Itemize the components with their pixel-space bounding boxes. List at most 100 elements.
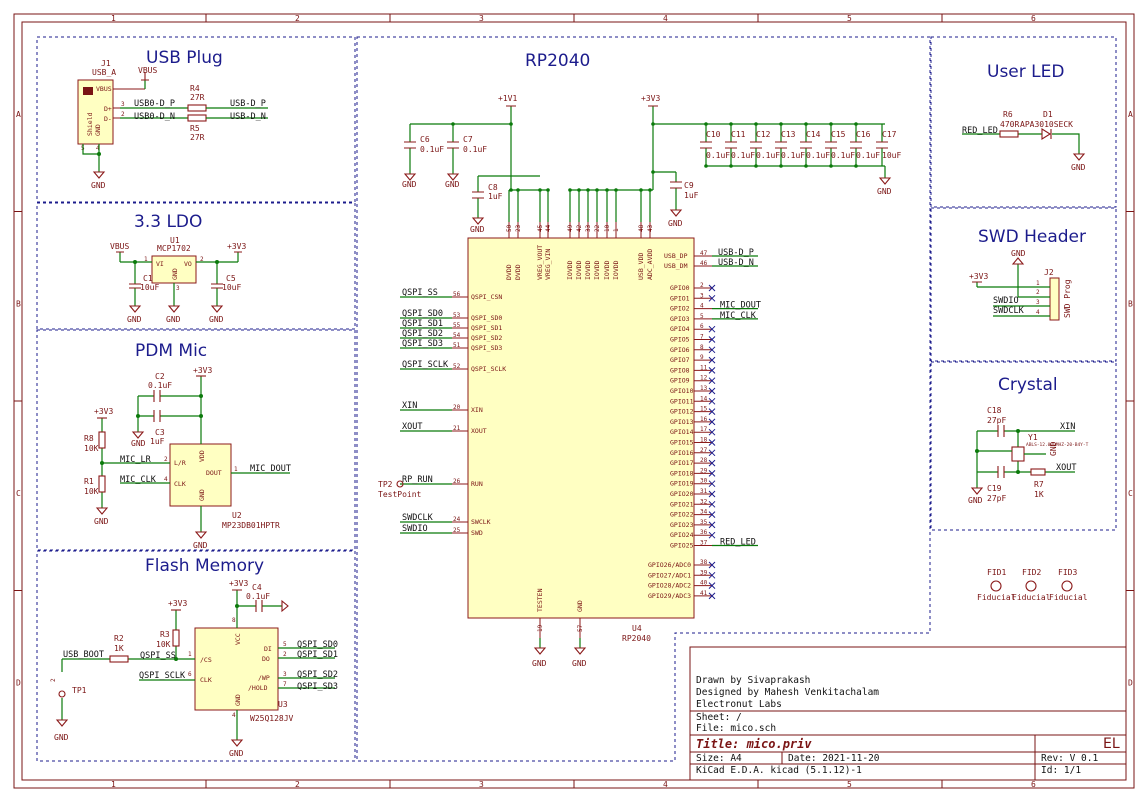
fiducial-1: FID1 Fiducial <box>977 568 1016 602</box>
ldo-u1 <box>151 255 197 284</box>
flash-section-title: Flash Memory <box>145 556 264 576</box>
rp2040-circuit: U4 RP2040 50DVDD23DVDD45VREG_VOUT44VREG_… <box>378 94 901 668</box>
no-connect-icon <box>708 449 716 457</box>
rp2040-gpio-pin-number: 17 <box>700 426 708 433</box>
svg-text:8: 8 <box>232 617 236 624</box>
rp2040-bottom-pin-number: 19 <box>537 624 544 632</box>
no-connect-icon <box>708 480 716 488</box>
svg-text:R1: R1 <box>84 477 94 486</box>
rp2040-top-pin-name: VREG_VOUT <box>536 245 544 280</box>
svg-text:GND: GND <box>470 225 485 234</box>
svg-text:U3: U3 <box>278 700 288 709</box>
svg-text:5: 5 <box>283 641 287 648</box>
svg-text:2: 2 <box>200 256 204 263</box>
svg-text:2: 2 <box>50 678 57 682</box>
grid-col-bottom: 4 <box>663 780 668 789</box>
rp2040-top-pin-name: IOVDD <box>584 260 592 280</box>
net-usb0-dp: USB0-D_P <box>134 99 175 109</box>
no-connect-icon <box>708 325 716 333</box>
pdm-section-title: PDM Mic <box>135 341 207 361</box>
rp2040-adc-pin-number: 40 <box>700 580 708 587</box>
rp2040-gpio-pin-name: GPIO20 <box>670 490 694 498</box>
svg-text:0.1uF: 0.1uF <box>246 592 270 601</box>
no-connect-icon <box>708 346 716 354</box>
grid-col-top: 4 <box>663 14 668 23</box>
swd-header-circuit: J2 SWD Prog 1 2 3 4 GND +3V3 SWDIO SWDCL… <box>969 249 1072 321</box>
resistor-r6 <box>999 130 1019 138</box>
grid-row-left: D <box>16 678 21 687</box>
svg-text:GND: GND <box>572 659 587 668</box>
rp2040-gpio-pin-name: GPIO7 <box>670 356 690 364</box>
rp2040-gpio-pin-number: 2 <box>700 282 704 289</box>
rp2040-left-pin-name: QSPI_SD0 <box>471 314 502 322</box>
rp2040-left-pin-name: QSPI_SCLK <box>471 365 506 373</box>
rp2040-bottom-pin-name: TESTEN <box>536 588 544 612</box>
rp2040-adc-pin-number: 39 <box>700 569 708 576</box>
rp2040-gpio-pin-number: 8 <box>700 344 704 351</box>
rp2040-left-net: SWDCLK <box>402 513 434 523</box>
rp2040-gpio-pin-name: GPIO11 <box>670 397 694 405</box>
capacitor-icon <box>825 141 837 149</box>
rp2040-left-net: QSPI_SD2 <box>402 329 443 339</box>
svg-text:GND: GND <box>1011 249 1026 258</box>
svg-text:RED_LED: RED_LED <box>962 126 998 136</box>
rp2040-left-pin-name: SWD <box>471 529 483 537</box>
no-connect-icon <box>708 418 716 426</box>
rp2040-top-pin-name: VREG_VIN <box>544 249 552 280</box>
capacitor-icon <box>700 141 712 149</box>
svg-text:R3: R3 <box>160 630 170 639</box>
capacitor-icon <box>876 141 888 149</box>
svg-text:R6: R6 <box>1003 110 1013 119</box>
no-connect-icon <box>708 470 716 477</box>
svg-text:VI: VI <box>156 260 164 268</box>
svg-text:Fiducial: Fiducial <box>1012 593 1051 602</box>
svg-text:2: 2 <box>1036 289 1040 296</box>
rp2040-adc-pin-name: GPIO29/ADC3 <box>648 592 691 600</box>
svg-text:1K: 1K <box>1034 490 1044 499</box>
rp2040-gpio-net: MIC_DOUT <box>720 301 761 311</box>
net-usb-dn: USB-D_N <box>230 112 266 122</box>
svg-text:10uF: 10uF <box>222 283 241 292</box>
no-connect-icon <box>708 439 716 446</box>
rp2040-gpio-pin-name: GPIO3 <box>670 315 690 323</box>
svg-text:GND: GND <box>54 733 69 742</box>
rp2040-left-net: RP_RUN <box>402 475 433 485</box>
rp2040-gpio-net: MIC_CLK <box>720 311 757 321</box>
rp2040-gpio-pin-number: 11 <box>700 364 708 371</box>
svg-text:DO: DO <box>262 655 270 663</box>
cap-ref: C6 <box>420 135 430 144</box>
pdm-mic-circuit: U2 MP23DB01HPTR L/R CLK DOUT VDD GND +3V… <box>84 366 291 550</box>
rp2040-gpio-pin-number: 29 <box>700 467 708 474</box>
svg-text:GND: GND <box>229 749 244 758</box>
no-connect-icon <box>708 571 716 579</box>
rp2040-gpio-pin-name: GPIO21 <box>670 500 694 508</box>
rp2040-usb-net: USB-D_P <box>718 248 754 258</box>
capacitor-icon <box>750 141 762 149</box>
net-usb0-dn: USB0-D_N <box>134 112 175 122</box>
svg-text:GND: GND <box>209 315 224 324</box>
svg-text:C19: C19 <box>987 484 1002 493</box>
svg-text:+3V3: +3V3 <box>641 94 660 103</box>
tb-company: Electronut Labs <box>696 699 782 710</box>
swd-section-title: SWD Header <box>978 227 1086 247</box>
grid-row-right: B <box>1128 299 1133 308</box>
rp2040-gpio-pin-name: GPIO13 <box>670 418 694 426</box>
capacitor-icon <box>725 141 737 149</box>
svg-text:1uF: 1uF <box>150 437 165 446</box>
j1-value: USB_A <box>92 68 116 77</box>
usb-gnd-symbol: GND <box>91 171 106 190</box>
j1-ref: J1 <box>101 59 111 68</box>
grid-col-top: 5 <box>847 14 852 23</box>
grid-row-right: D <box>1128 678 1133 687</box>
gnd-symbol <box>471 217 485 225</box>
rp2040-left-pin-name: QSPI_CSN <box>471 293 502 301</box>
rp2040-top-pin-name: IOVDD <box>575 260 583 280</box>
rp2040-gpio-pin-number: 6 <box>700 323 704 330</box>
rp2040-top-pin-name: IOVDD <box>612 260 620 280</box>
rp2040-top-pin-name: USB_VDD <box>637 253 645 280</box>
rp2040-gpio-pin-number: 15 <box>700 406 708 413</box>
svg-text:1: 1 <box>144 256 148 263</box>
svg-text:U4: U4 <box>632 624 642 633</box>
